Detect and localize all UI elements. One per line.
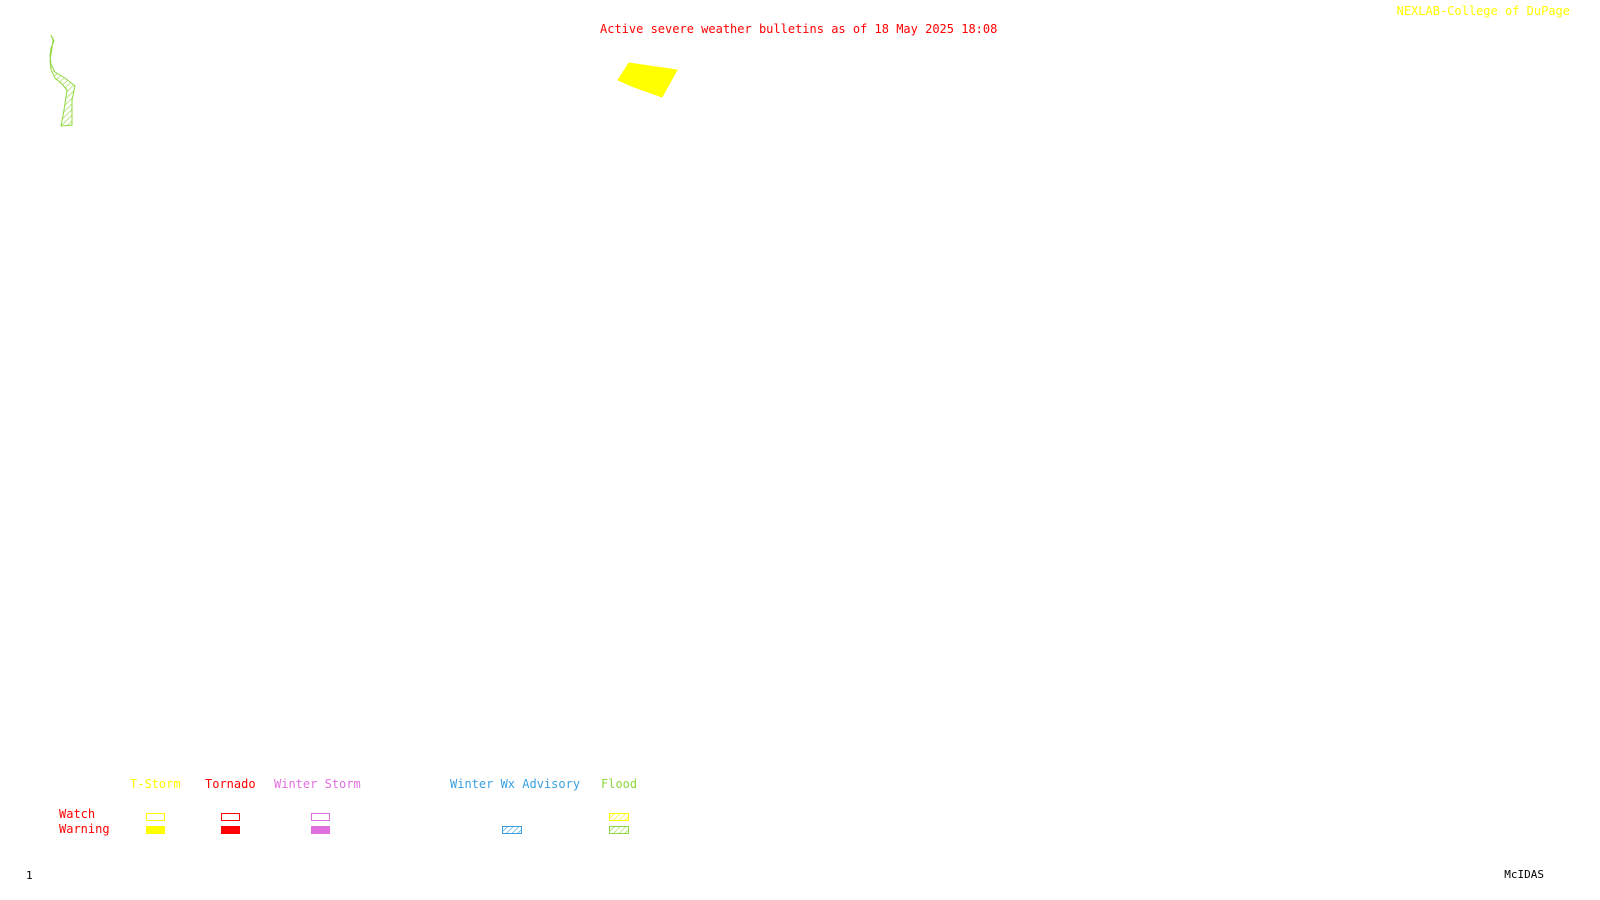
swatch-winter-advisory-warning — [502, 826, 522, 834]
swatch-tstorm-watch — [146, 813, 165, 821]
legend-header-winter-advisory: Winter Wx Advisory — [450, 777, 581, 791]
swatch-flood-watch — [609, 813, 629, 821]
swatch-flood-warning — [609, 826, 629, 834]
software-label: McIDAS — [1504, 868, 1544, 881]
swatch-winter-storm-watch — [311, 813, 330, 821]
tstorm-warning-polygon — [617, 62, 678, 98]
legend-header-tstorm: T-Storm — [130, 777, 181, 791]
swatch-tstorm-warning — [146, 826, 165, 834]
legend-header-flood: Flood — [601, 777, 638, 791]
flood-warning-polygon — [49, 34, 76, 127]
swatch-tornado-watch — [221, 813, 240, 821]
swatch-tornado-warning — [221, 826, 240, 834]
legend-row-warning: Warning — [59, 822, 110, 836]
legend-header-winter-storm: Winter Storm — [274, 777, 361, 791]
page-title: Active severe weather bulletins as of 18… — [600, 22, 998, 36]
frame-number: 1 — [26, 869, 33, 882]
swatch-winter-storm-warning — [311, 826, 330, 834]
legend-header-tornado: Tornado — [205, 777, 256, 791]
legend-row-watch: Watch — [59, 807, 96, 821]
credit-label: NEXLAB-College of DuPage — [1396, 4, 1570, 18]
